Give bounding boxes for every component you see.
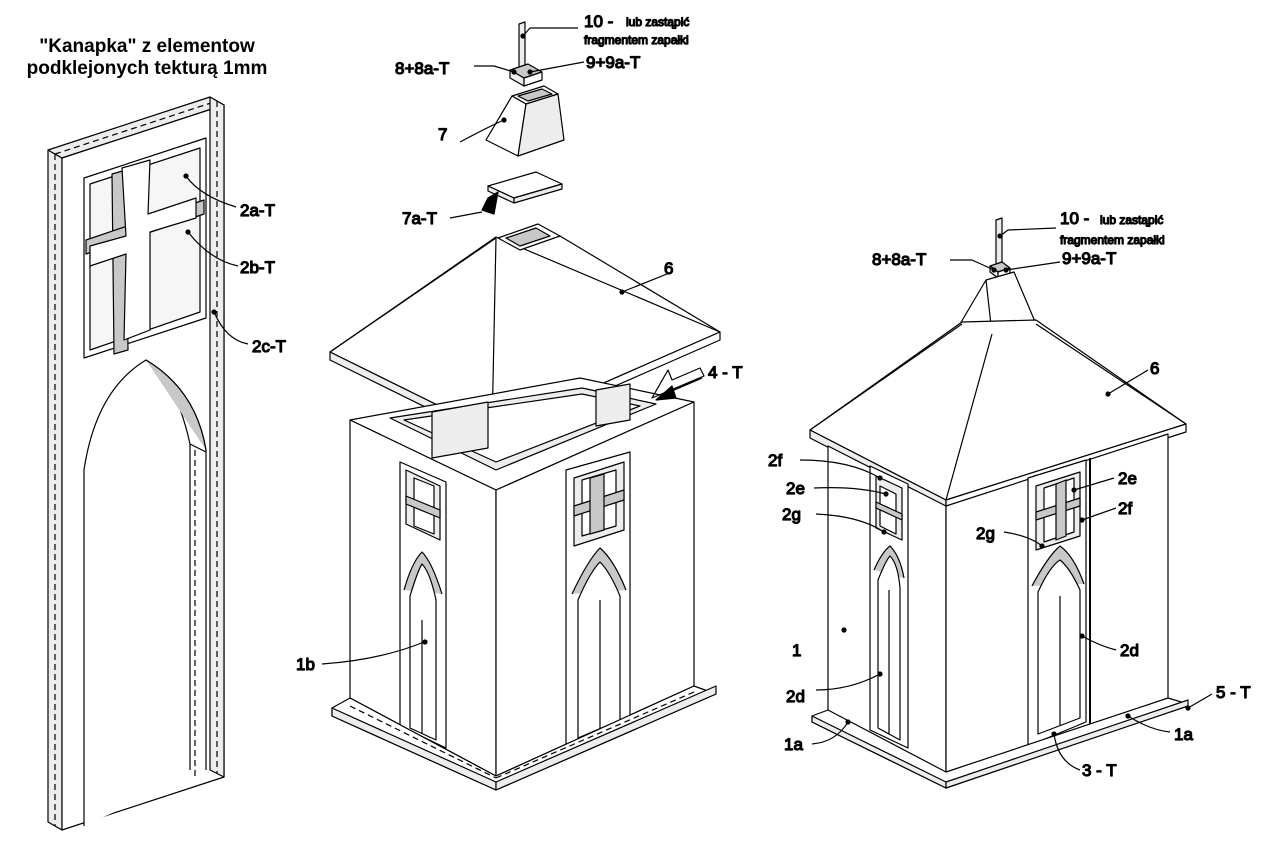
right-leaders (799, 227, 1213, 771)
right-label-5-t: 5 - T (1216, 683, 1251, 702)
label-2a-t: 2a-T (240, 201, 275, 220)
wall-piece-2c (47, 96, 225, 831)
assembled-tower (809, 217, 1189, 789)
mid-label-7a: 7a-T (402, 209, 437, 228)
right-label-2d-left: 2d (786, 687, 805, 706)
right-label-2e-left: 2e (786, 479, 805, 498)
mid-label-6: 6 (664, 259, 673, 278)
mid-note-10-a: lub zastąpić (626, 15, 689, 29)
right-note-10-a: lub zastąpić (1100, 213, 1163, 227)
mid-label-1b: 1b (296, 655, 315, 674)
mid-label-10: 10 - (584, 12, 613, 31)
right-label-3-t: 3 - T (1082, 761, 1117, 780)
mid-label-8: 8+8a-T (395, 59, 449, 78)
left-leaders (183, 173, 249, 345)
right-label-10: 10 - (1060, 209, 1089, 228)
mid-label-7: 7 (438, 125, 447, 144)
right-label-2f-right: 2f (1118, 499, 1132, 518)
mid-label-4: 4 - T (708, 363, 743, 382)
title-line-2: podklejonych tekturą 1mm (26, 58, 268, 79)
right-label-9: 9+9a-T (1062, 249, 1116, 268)
mid-label-9: 9+9a-T (586, 53, 640, 72)
right-label-1a-right: 1a (1174, 725, 1193, 744)
right-label-6: 6 (1150, 359, 1159, 378)
right-label-2e-right: 2e (1118, 469, 1137, 488)
exploded-tower (329, 21, 721, 791)
right-label-8: 8+8a-T (872, 250, 926, 269)
right-label-2g-right: 2g (976, 524, 995, 543)
title-line-1: "Kanapka" z elementow (39, 36, 255, 57)
label-2c-t: 2c-T (252, 337, 286, 356)
label-2b-t: 2b-T (240, 258, 275, 277)
mid-note-10-b: fragmentem zapałki (584, 33, 689, 47)
right-label-1: 1 (792, 641, 801, 660)
right-label-2f-left: 2f (768, 451, 782, 470)
right-label-1a-left: 1a (784, 735, 803, 754)
right-note-10-b: fragmentem zapałki (1060, 233, 1165, 247)
right-label-2g-left: 2g (782, 505, 801, 524)
right-label-2d-right: 2d (1120, 641, 1139, 660)
middle-leaders (321, 27, 705, 665)
